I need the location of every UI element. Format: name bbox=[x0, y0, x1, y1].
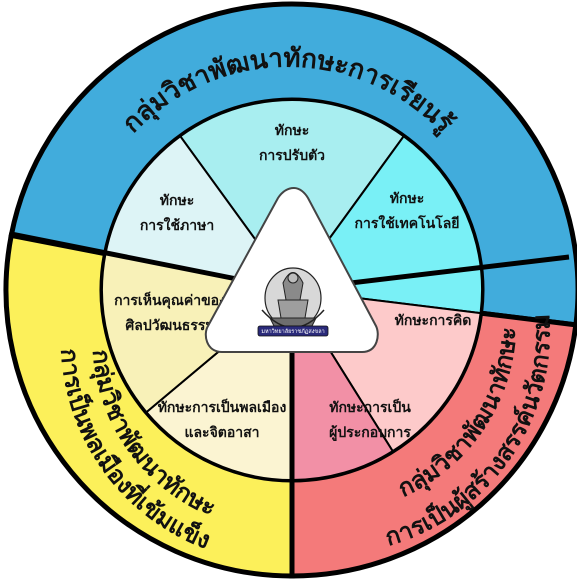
inner-label-thinking: ทักษะการคิด bbox=[395, 313, 472, 329]
seal-text: มหาวิทยาลัยราชภัฏสงขลา bbox=[261, 328, 324, 335]
inner-label-entrepreneur-2: ผู้ประกอบการ bbox=[329, 425, 411, 441]
inner-label-technology-2: การใช้เทคโนโลยี bbox=[355, 214, 460, 232]
university-seal-logo: มหาวิทยาลัยราชภัฏสงขลา bbox=[257, 267, 329, 337]
inner-segment-language bbox=[104, 134, 295, 292]
inner-label-culture-1: การเห็นคุณค่าของ bbox=[114, 291, 226, 309]
inner-label-citizen-1: ทักษะการเป็นพลเมือง bbox=[158, 398, 287, 416]
inner-label-technology-1: ทักษะ bbox=[390, 191, 424, 207]
inner-label-entrepreneur-1: ทักษะการเป็น bbox=[329, 398, 411, 416]
inner-label-language-2: การใช้ภาษา bbox=[140, 216, 214, 234]
inner-label-citizen-2: และจิตอาสา bbox=[184, 425, 259, 441]
inner-label-adaptation-2: การปรับตัว bbox=[259, 148, 325, 164]
inner-label-adaptation-1: ทักษะ bbox=[275, 123, 309, 139]
inner-label-culture-2: ศิลปวัฒนธรรม bbox=[125, 318, 214, 334]
inner-label-language-1: ทักษะ bbox=[160, 193, 194, 209]
